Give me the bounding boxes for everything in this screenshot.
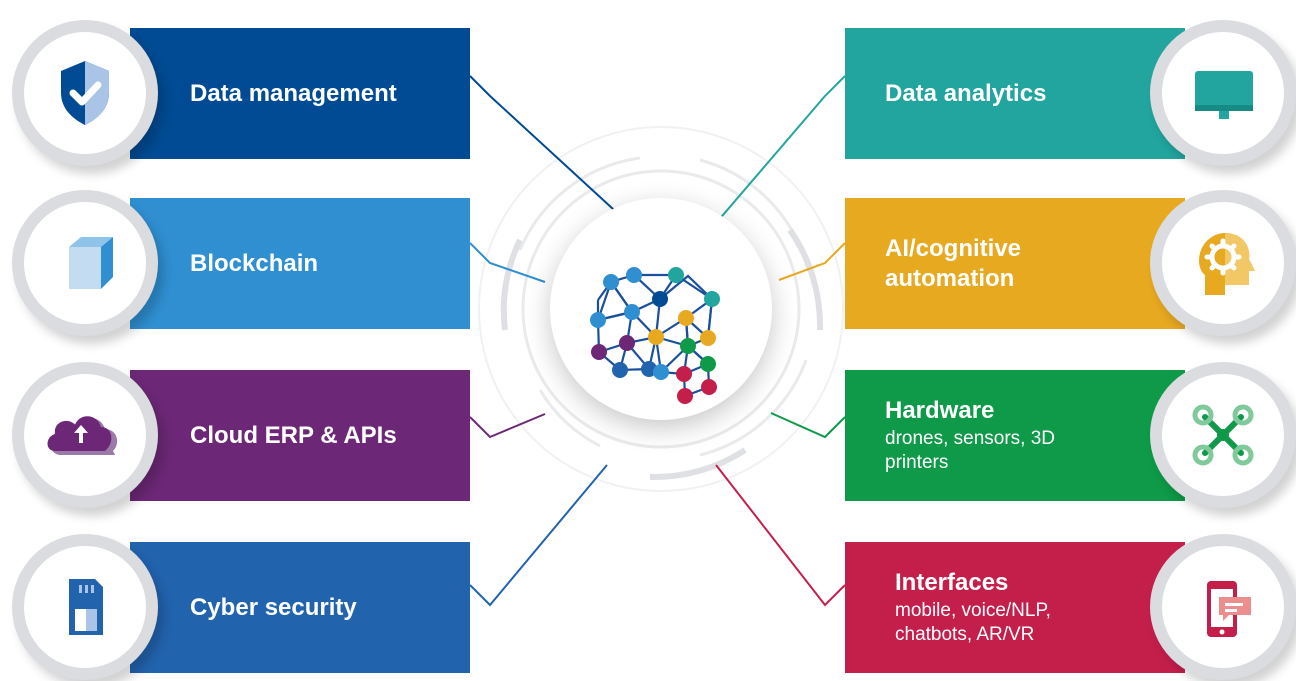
connector-hardware [770,412,846,439]
monitor-icon [1195,71,1253,119]
bubble-ai-automation [1150,190,1296,336]
panel-data-management: Data management [130,28,470,159]
bubble-cloud-erp [12,362,158,508]
cube-icon [69,237,113,289]
bubble-data-analytics [1150,20,1296,166]
panel-title: Data analytics [885,79,1047,107]
connector-interfaces [715,464,846,607]
drone-icon [1192,404,1254,466]
bubble-cyber-security [12,534,158,680]
panel-cloud-erp-apis: Cloud ERP & APIs [130,370,470,501]
bubble-data-management [12,20,158,166]
panel-title: Blockchain [190,249,319,277]
panel-title: Hardware [885,397,995,424]
connector-cyber-security [469,464,608,607]
connector-data-analytics [716,75,846,223]
panel-ai-cognitive-automation: AI/cognitive automation [845,198,1185,329]
bubble-hardware [1150,362,1296,508]
head-gear-icon [1199,233,1255,295]
phone-chat-icon [1207,581,1251,637]
connector-data-management [469,75,626,221]
panel-blockchain: Blockchain [130,198,470,329]
hub-circle [550,198,772,420]
panel-cyber-security: Cyber security [130,542,470,673]
panel-subtitle: drones, sensors, 3D printers [885,428,1056,473]
shield-check-icon [61,61,109,125]
panel-subtitle: mobile, voice/NLP, chatbots, AR/VR [895,600,1051,645]
panel-title: Cyber security [190,593,357,621]
bubble-interfaces [1150,534,1296,680]
panel-title: Data management [190,79,397,107]
panel-interfaces: Interfaces mobile, voice/NLP, chatbots, … [845,542,1185,673]
connector-blockchain [469,242,546,283]
sd-card-icon [69,579,103,635]
panel-title: Cloud ERP & APIs [190,421,397,449]
panel-title: AI/cognitive automation [885,234,1022,292]
bubble-blockchain [12,190,158,336]
panel-title: Interfaces [895,569,1009,596]
cloud-upload-icon [47,416,118,455]
connector-cloud-erp [469,413,546,439]
panel-hardware: Hardware drones, sensors, 3D printers [845,370,1185,501]
panel-data-analytics: Data analytics [845,28,1185,159]
connector-ai-automation [778,242,846,281]
